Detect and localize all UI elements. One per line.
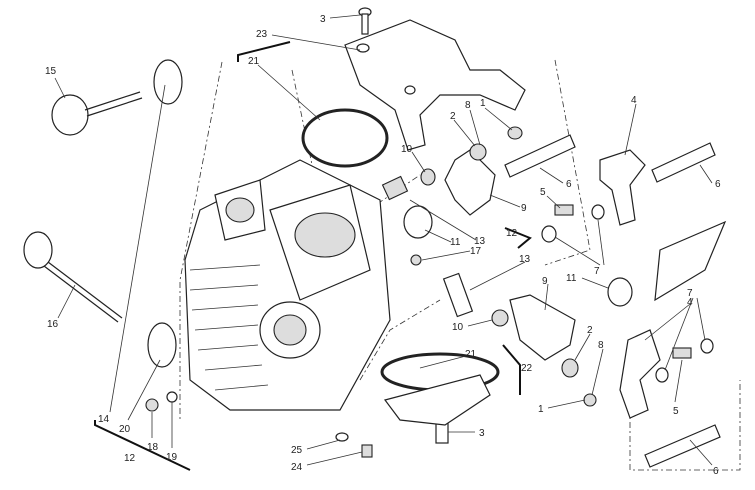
callout-label: 21 — [248, 56, 260, 67]
callout-label: 6 — [713, 466, 719, 477]
callout-label: 12 — [506, 228, 518, 239]
leader-lines — [54, 14, 713, 466]
callout-label: 2 — [450, 111, 456, 122]
callout-label: 7 — [594, 266, 600, 277]
callout-label: 5 — [673, 406, 679, 417]
callout-label: 1 — [480, 98, 486, 109]
rocker-shafts — [504, 134, 727, 468]
callout-label: 21 — [465, 349, 477, 360]
callout-label: 3 — [320, 14, 326, 25]
valve-seat-ring-lower — [147, 322, 177, 368]
callout-label: 10 — [401, 144, 413, 155]
callout-label: 16 — [47, 319, 59, 330]
callout-label: 20 — [119, 424, 131, 435]
callout-label: 25 — [291, 445, 303, 456]
callout-label: 3 — [479, 428, 485, 439]
callout-label: 13 — [474, 236, 486, 247]
callout-label: 10 — [452, 322, 464, 333]
head-cover-upper — [344, 19, 526, 151]
callout-label: 11 — [450, 237, 461, 248]
small-parts — [145, 126, 714, 458]
callout-label: 11 — [566, 273, 577, 284]
callout-label: 24 — [291, 462, 303, 473]
head-cover-lower — [383, 374, 491, 426]
rocker-arm-lower — [619, 329, 661, 419]
callout-label: 14 — [98, 414, 110, 425]
callout-label: 23 — [256, 29, 268, 40]
bolt-upper — [358, 7, 372, 35]
rocker-arm-upper — [599, 149, 646, 226]
callout-label: 19 — [166, 452, 178, 463]
cylinder-head — [184, 159, 391, 411]
valve-seat-ring-upper — [153, 59, 183, 105]
callout-label: 18 — [147, 442, 159, 453]
fork-upper — [444, 149, 496, 216]
callout-label: 7 — [687, 288, 693, 299]
gasket-o-ring-upper — [301, 108, 389, 168]
callout-label: 8 — [598, 340, 604, 351]
callout-label: 2 — [587, 325, 593, 336]
callout-label: 22 — [521, 363, 533, 374]
callout-label: 9 — [542, 276, 548, 287]
callout-label: 4 — [687, 297, 693, 308]
callout-label: 17 — [470, 246, 482, 257]
callout-label: 15 — [45, 66, 57, 77]
callout-label: 12 — [124, 453, 136, 464]
callout-label: 13 — [519, 254, 531, 265]
callout-label: 5 — [540, 187, 546, 198]
callout-label: 8 — [465, 100, 471, 111]
bracket-bars — [94, 41, 532, 471]
callout-label: 6 — [566, 179, 572, 190]
fork-lower — [509, 294, 576, 361]
callout-label: 9 — [521, 203, 527, 214]
valve-upper — [51, 91, 143, 136]
callout-label: 6 — [715, 179, 721, 190]
callout-label: 4 — [631, 95, 637, 106]
callout-labels: 3 23 21 15 8 1 2 4 10 6 9 5 6 12 13 11 1… — [45, 14, 721, 477]
valve-lower — [23, 231, 123, 323]
callout-label: 1 — [538, 404, 544, 415]
